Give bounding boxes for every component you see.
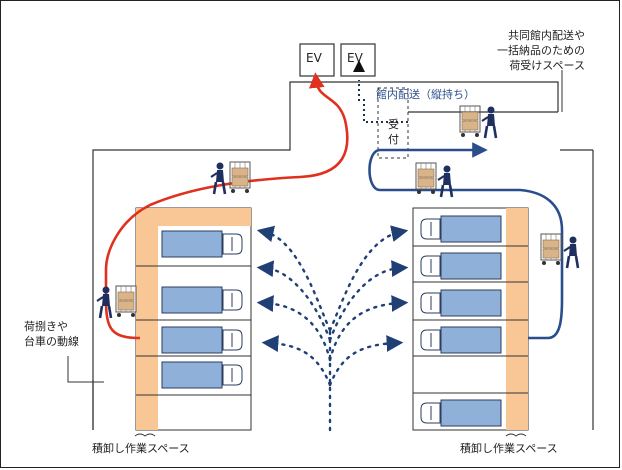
person-pushing-cart-icon [540,233,580,270]
shared-receiving-line: 荷受けスペース [509,58,585,72]
elevator-label: EV [347,51,363,65]
vehicle-flow-arrows [256,225,409,432]
reception-char: 付 [388,132,399,146]
reception-label: 受 付 [388,118,399,148]
reception-char: 受 [388,118,399,131]
inbuilding-delivery-route [358,80,408,123]
left-loading-dock [135,207,252,431]
person-pushing-cart-icon [209,161,251,196]
truck-icon [161,361,243,389]
blue-cart-route [368,142,564,340]
shared-receiving-line: 共同館内配送や [508,29,585,42]
loading-space-label-left: 積卸し作業スペース [92,442,190,455]
truck-icon [161,326,243,354]
inbuilding-delivery-label: 館内配送（縦持ち） [376,88,475,101]
person-pushing-cart-icon [415,162,454,199]
truck-icon [161,286,243,314]
truck-icon [420,399,502,427]
truck-icon [420,215,502,243]
loading-space-label-right: 積卸し作業スペース [460,442,558,455]
elevator-box-1 [299,43,335,77]
elevator-label: EV [306,51,322,65]
right-loading-dock [412,207,529,431]
cart-flow-callout-line [67,356,104,383]
person-pushing-cart-icon [95,285,137,320]
cart-flow-line: 荷捌きや [24,320,68,333]
cart-flow-label: 荷捌きや 台車の動線 [24,320,79,350]
cart-flow-line: 台車の動線 [24,334,79,348]
shared-receiving-line: 一括納品のための [497,43,585,57]
shared-receiving-label: 共同館内配送や 一括納品のための 荷受けスペース [497,29,585,74]
truck-icon [420,326,502,354]
person-pushing-cart-icon [459,105,498,140]
truck-icon [420,289,502,317]
truck-icon [420,252,502,280]
building-outline [92,81,594,430]
up-arrow-icon [353,60,365,72]
truck-icon [161,230,243,258]
